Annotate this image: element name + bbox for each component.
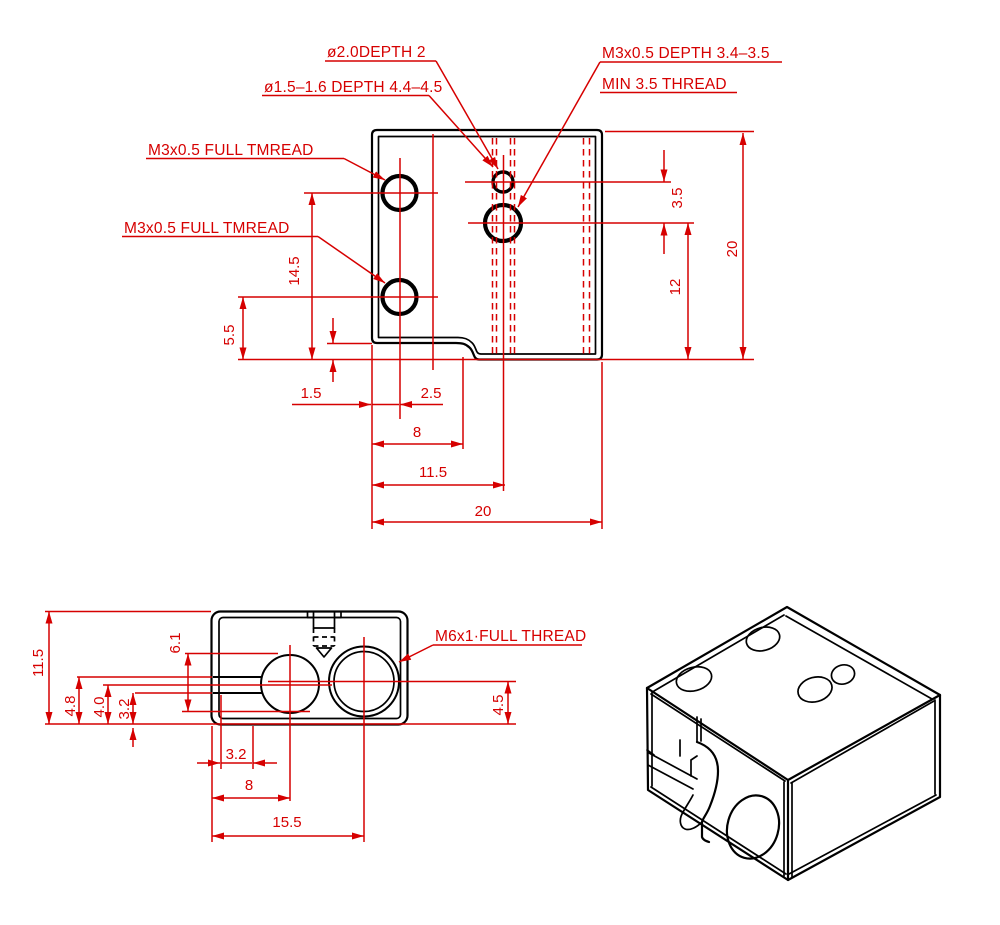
iso-outline <box>645 605 942 882</box>
label-thermistor: ø1.5–1.6 DEPTH 4.4–4.5 <box>264 79 442 96</box>
label-m3-min-thread: MIN 3.5 THREAD <box>602 76 727 93</box>
front-outline-inner <box>218 616 402 720</box>
dim-overall-width: 20 <box>475 503 492 520</box>
dim-sensor-x: 8 <box>245 777 253 794</box>
iso-slot-notch <box>646 716 720 844</box>
top-view-geometry <box>370 128 604 361</box>
setscrew-notch <box>306 611 342 658</box>
block-outline-outer <box>370 128 604 361</box>
block-outline-inner <box>377 135 597 355</box>
iso-hole-4 <box>830 663 856 686</box>
iso-hole-1 <box>745 626 781 652</box>
top-view-annotations: ø2.0DEPTH 2 ø1.5–1.6 DEPTH 4.4–4.5 M3x0.… <box>122 44 782 284</box>
dim-upper-hole-y: 14.5 <box>286 256 303 285</box>
iso-main-edges <box>645 686 942 882</box>
front-view-annotations: M6x1·FULL THREAD <box>398 628 586 663</box>
dim-overall-height: 20 <box>724 241 741 258</box>
label-m3-depth: M3x0.5 DEPTH 3.4–3.5 <box>602 45 770 62</box>
front-view-dimensions: 11.5 4.8 4.0 3.2 6.1 4.5 3.2 8 15.5 <box>30 611 512 840</box>
front-view: 11.5 4.8 4.0 3.2 6.1 4.5 3.2 8 15.5 M6x1… <box>30 610 586 842</box>
dim-sensor-dia: 6.1 <box>167 633 184 654</box>
iso-hole-2 <box>675 665 713 693</box>
iso-chamfer-edges <box>650 614 937 878</box>
dim-m6-y: 4.5 <box>490 695 507 716</box>
dim-step-height: 1.5 <box>301 385 322 402</box>
dim-lower-hole-y: 5.5 <box>221 325 238 346</box>
label-m3-full-lower: M3x0.5 FULL TMREAD <box>124 220 290 237</box>
dim-hole-gap: 3.5 <box>669 188 686 209</box>
iso-hole-3 <box>797 676 833 703</box>
label-counterbore: ø2.0DEPTH 2 <box>327 44 426 61</box>
dim-hole-col-x: 2.5 <box>421 385 442 402</box>
dim-sensor-y: 4.0 <box>91 697 108 718</box>
iso-hole-m6 <box>725 794 781 860</box>
top-view-dimensions: 3.5 12 20 14.5 5.5 1.5 2.5 8 11.5 20 <box>221 133 747 526</box>
front-view-centerlines <box>45 610 516 842</box>
dim-slot-bottom-y: 3.2 <box>116 699 133 720</box>
label-m6: M6x1·FULL THREAD <box>435 628 586 645</box>
dim-center-col-x: 11.5 <box>419 464 447 481</box>
front-view-geometry <box>210 610 409 726</box>
top-view: 3.5 12 20 14.5 5.5 1.5 2.5 8 11.5 20 ø2.… <box>122 44 782 529</box>
dim-front-overall-h: 11.5 <box>30 649 47 677</box>
label-m3-full-upper: M3x0.5 FULL TMREAD <box>148 142 314 159</box>
dim-slot-top-y: 4.8 <box>62 696 79 717</box>
dim-screw-x: 3.2 <box>226 746 247 763</box>
iso-top-holes <box>675 626 856 703</box>
isometric-view <box>645 605 942 882</box>
top-view-centerlines <box>238 130 754 529</box>
dim-step-x: 8 <box>413 424 421 441</box>
dim-m6-x: 15.5 <box>272 814 301 831</box>
dim-hole-bottom: 12 <box>667 279 684 296</box>
